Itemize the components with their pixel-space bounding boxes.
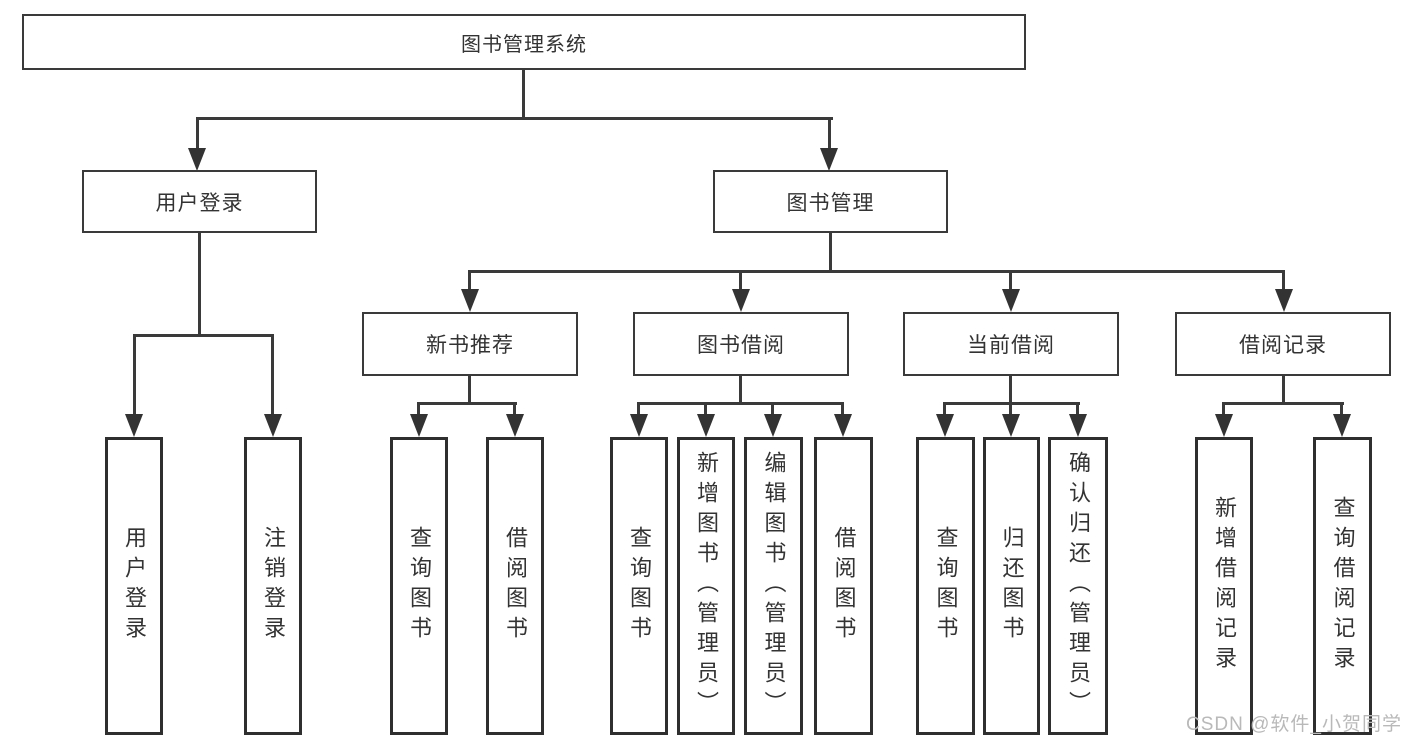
- connector-line: [522, 70, 525, 120]
- leaf-br-query-record: 查询借阅记录: [1313, 437, 1372, 735]
- connector-line: [271, 334, 274, 416]
- leaf-br-add-record: 新增借阅记录: [1195, 437, 1253, 735]
- arrowhead-down-icon: [264, 414, 282, 437]
- arrowhead-down-icon: [1333, 414, 1351, 437]
- arrowhead-down-icon: [936, 414, 954, 437]
- connector-line: [1009, 402, 1012, 416]
- leaf-cb-query-books: 查询图书: [916, 437, 975, 735]
- connector-line: [1282, 376, 1285, 405]
- leaf-bb-query-books-label: 查询图书: [627, 526, 652, 646]
- node-book-borrowing: 图书借阅: [633, 312, 849, 376]
- arrowhead-down-icon: [764, 414, 782, 437]
- leaf-logout: 注销登录: [244, 437, 302, 735]
- arrowhead-down-icon: [1069, 414, 1087, 437]
- leaf-bb-add-books-admin: 新增图书（管理员）: [677, 437, 735, 735]
- leaf-br-add-record-label: 新增借阅记录: [1212, 496, 1237, 676]
- connector-line: [1222, 402, 1225, 416]
- leaf-cb-return-books: 归还图书: [983, 437, 1040, 735]
- connector-line: [841, 402, 844, 416]
- leaf-bb-borrow-books-label: 借阅图书: [831, 526, 857, 646]
- node-user-login-group-label: 用户登录: [155, 191, 244, 215]
- leaf-logout-label: 注销登录: [261, 526, 286, 646]
- connector-line: [943, 402, 946, 416]
- node-new-book-recommendation-label: 新书推荐: [426, 334, 514, 357]
- csdn-watermark: CSDN @软件_小贺同学: [1186, 714, 1402, 735]
- leaf-cb-confirm-return-admin-label: 确认归还（管理员）: [1066, 451, 1091, 721]
- node-borrowing-records: 借阅记录: [1175, 312, 1391, 376]
- connector-line: [1282, 270, 1285, 292]
- leaf-br-query-record-label: 查询借阅记录: [1330, 496, 1356, 676]
- leaf-nbr-borrow-books-label: 借阅图书: [503, 526, 528, 646]
- connector-line: [1340, 402, 1343, 416]
- node-library-management-system-label: 图书管理系统: [461, 33, 587, 56]
- node-library-management-system: 图书管理系统: [22, 14, 1026, 70]
- connector-line: [468, 270, 1285, 273]
- node-book-management: 图书管理: [713, 170, 948, 233]
- arrowhead-down-icon: [506, 414, 524, 437]
- arrowhead-down-icon: [1002, 289, 1020, 312]
- leaf-cb-confirm-return-admin: 确认归还（管理员）: [1048, 437, 1108, 735]
- connector-line: [1222, 402, 1344, 405]
- arrowhead-down-icon: [125, 414, 143, 437]
- connector-line: [637, 402, 844, 405]
- arrowhead-down-icon: [630, 414, 648, 437]
- connector-line: [417, 402, 517, 405]
- leaf-cb-query-books-label: 查询图书: [933, 526, 959, 646]
- connector-line: [828, 117, 831, 151]
- connector-line: [133, 334, 274, 337]
- leaf-user-login: 用户登录: [105, 437, 163, 735]
- connector-line: [739, 376, 742, 405]
- node-user-login-group: 用户登录: [82, 170, 317, 233]
- leaf-nbr-query-books-label: 查询图书: [407, 526, 432, 646]
- node-new-book-recommendation: 新书推荐: [362, 312, 578, 376]
- connector-line: [704, 402, 707, 416]
- node-current-borrowing-label: 当前借阅: [967, 334, 1055, 357]
- arrowhead-down-icon: [1215, 414, 1233, 437]
- connector-line: [468, 270, 471, 292]
- connector-line: [417, 402, 420, 416]
- arrowhead-down-icon: [820, 148, 838, 171]
- arrowhead-down-icon: [834, 414, 852, 437]
- leaf-bb-query-books: 查询图书: [610, 437, 668, 735]
- leaf-bb-add-books-admin-label: 新增图书（管理员）: [694, 451, 719, 721]
- node-book-management-label: 图书管理: [786, 191, 875, 215]
- arrowhead-down-icon: [1275, 289, 1293, 312]
- arrowhead-down-icon: [732, 289, 750, 312]
- arrowhead-down-icon: [461, 289, 479, 312]
- arrowhead-down-icon: [410, 414, 428, 437]
- connector-line: [829, 233, 832, 273]
- connector-line: [198, 233, 201, 337]
- connector-line: [771, 402, 774, 416]
- leaf-cb-return-books-label: 归还图书: [999, 526, 1025, 646]
- connector-line: [468, 376, 471, 405]
- connector-line: [196, 117, 833, 120]
- leaf-bb-borrow-books: 借阅图书: [814, 437, 873, 735]
- connector-line: [637, 402, 640, 416]
- connector-line: [1009, 376, 1012, 405]
- leaf-nbr-query-books: 查询图书: [390, 437, 448, 735]
- connector-line: [1076, 402, 1079, 416]
- arrowhead-down-icon: [188, 148, 206, 171]
- connector-line: [133, 334, 136, 416]
- node-current-borrowing: 当前借阅: [903, 312, 1119, 376]
- connector-line: [513, 402, 516, 416]
- leaf-nbr-borrow-books: 借阅图书: [486, 437, 544, 735]
- node-book-borrowing-label: 图书借阅: [697, 334, 785, 357]
- connector-line: [739, 270, 742, 292]
- leaf-bb-edit-books-admin-label: 编辑图书（管理员）: [761, 451, 787, 721]
- arrowhead-down-icon: [1002, 414, 1020, 437]
- leaf-bb-edit-books-admin: 编辑图书（管理员）: [744, 437, 803, 735]
- leaf-user-login-label: 用户登录: [122, 526, 147, 646]
- arrowhead-down-icon: [697, 414, 715, 437]
- connector-line: [196, 117, 199, 151]
- node-borrowing-records-label: 借阅记录: [1239, 334, 1327, 357]
- connector-line: [1009, 270, 1012, 292]
